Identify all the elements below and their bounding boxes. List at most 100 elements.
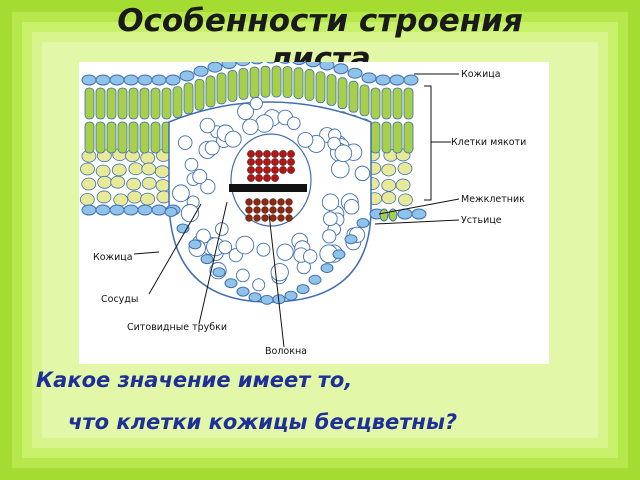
palisade-cell bbox=[117, 87, 128, 120]
phloem-cell bbox=[269, 214, 277, 222]
xylem-vessel bbox=[255, 150, 263, 158]
spongy-cell bbox=[140, 192, 156, 206]
parenchyma-cell bbox=[327, 136, 341, 151]
parenchyma-cell bbox=[252, 278, 266, 292]
question-line-1: Какое значение имеет то, bbox=[36, 368, 353, 392]
xylem-vessel bbox=[263, 166, 271, 174]
parenchyma-cell bbox=[235, 268, 250, 283]
phloem-cell bbox=[245, 206, 253, 214]
parenchyma-cell bbox=[343, 198, 360, 215]
epidermis-top-cell bbox=[250, 62, 264, 65]
epidermis-midrib-cell bbox=[260, 294, 274, 305]
guard-cell bbox=[379, 208, 389, 222]
epidermis-bottom-cell bbox=[95, 204, 111, 216]
palisade-cell bbox=[117, 121, 128, 154]
spongy-cell bbox=[141, 162, 157, 176]
parenchyma-cell bbox=[322, 229, 337, 244]
spongy-cell bbox=[128, 162, 144, 176]
epidermis-top-cell bbox=[279, 62, 291, 64]
palisade-cell bbox=[403, 121, 414, 154]
epidermis-midrib-cell bbox=[356, 218, 370, 229]
epidermis-top-cell bbox=[375, 74, 391, 86]
parenchyma-cell bbox=[255, 114, 274, 133]
parenchyma-cell bbox=[235, 235, 255, 255]
palisade-cell bbox=[161, 87, 172, 120]
palisade-cell bbox=[337, 77, 348, 110]
phloem-cell bbox=[245, 214, 253, 222]
epidermis-midrib-cell bbox=[224, 278, 238, 289]
leader-lines bbox=[133, 73, 460, 348]
epidermis-top-cell bbox=[95, 74, 111, 86]
leaf-cross-section-figure: Кожица Клетки мякоти Межклетник Устьице … bbox=[79, 62, 549, 364]
palisade-cell bbox=[282, 66, 293, 98]
spongy-cell bbox=[381, 163, 397, 177]
parenchyma-cell bbox=[256, 242, 271, 257]
palisade-cell bbox=[95, 87, 106, 120]
epidermis-top-cell bbox=[109, 74, 125, 86]
parenchyma-cell bbox=[321, 193, 340, 211]
palisade-cell bbox=[150, 121, 161, 154]
cells-layer bbox=[79, 62, 427, 305]
xylem-vessel bbox=[279, 166, 287, 174]
xylem-vessel bbox=[287, 150, 295, 158]
xylem-vessel bbox=[255, 174, 263, 182]
xylem-vessel bbox=[287, 166, 295, 174]
epidermis-bottom-cell bbox=[81, 204, 97, 216]
epidermis-midrib-cell bbox=[284, 290, 298, 301]
epidermis-midrib-cell bbox=[332, 249, 346, 260]
palisade-cell bbox=[249, 66, 260, 99]
parenchyma-cell bbox=[297, 131, 314, 148]
parenchyma-cell bbox=[287, 116, 301, 130]
spongy-cell bbox=[79, 193, 95, 206]
parenchyma-cell bbox=[192, 169, 208, 184]
spongy-cell bbox=[127, 190, 143, 204]
label-mesophyll: Клетки мякоти bbox=[451, 137, 526, 148]
palisade-cell bbox=[359, 84, 370, 117]
xylem-vessel bbox=[279, 150, 287, 158]
xylem-vessel bbox=[255, 166, 263, 174]
phloem-cell bbox=[277, 214, 285, 222]
xylem-vessel bbox=[287, 158, 295, 166]
xylem-vessel bbox=[247, 174, 255, 182]
palisade-cell bbox=[304, 69, 315, 101]
parenchyma-cell bbox=[237, 103, 255, 120]
palisade-cell bbox=[106, 87, 117, 120]
epidermis-top-cell bbox=[235, 62, 251, 67]
palisade-cell bbox=[238, 67, 249, 100]
spongy-cell bbox=[95, 164, 111, 178]
phloem-cell bbox=[261, 214, 269, 222]
phloem-cell bbox=[269, 198, 277, 206]
phloem-cell bbox=[285, 214, 293, 222]
palisade-cell bbox=[260, 65, 271, 98]
spongy-cell bbox=[140, 151, 156, 165]
frame-band-3 bbox=[22, 22, 618, 458]
xylem-vessel bbox=[271, 174, 279, 182]
parenchyma-cell bbox=[303, 249, 318, 264]
palisade-cell bbox=[315, 71, 326, 104]
epidermis-top-cell bbox=[193, 65, 209, 77]
xylem-vessel bbox=[263, 174, 271, 182]
epidermis-top-cell bbox=[165, 74, 181, 86]
epidermis-top-cell bbox=[179, 70, 195, 82]
epidermis-top-cell bbox=[361, 72, 377, 84]
palisade-cell bbox=[139, 87, 150, 120]
epidermis-top-cell bbox=[333, 63, 349, 75]
leaf-cross-section-drawing: Кожица Клетки мякоти Межклетник Устьице … bbox=[79, 62, 526, 357]
phloem-cell bbox=[277, 198, 285, 206]
parenchyma-cell bbox=[184, 157, 199, 172]
epidermis-bottom-cell bbox=[123, 204, 139, 216]
parenchyma-cell bbox=[331, 159, 350, 179]
phloem-cell bbox=[277, 206, 285, 214]
spongy-cell bbox=[80, 162, 95, 176]
spongy-cell bbox=[126, 177, 142, 191]
palisade-cell bbox=[227, 70, 238, 102]
palisade-cell bbox=[128, 121, 139, 154]
frame-band-2 bbox=[12, 12, 628, 468]
epidermis-bottom-cell bbox=[151, 204, 167, 216]
palisade-cell bbox=[194, 78, 205, 111]
title-line-1: Особенности строения bbox=[117, 3, 523, 39]
cambium bbox=[229, 184, 307, 192]
spongy-cell bbox=[381, 178, 397, 192]
parenchyma-cell bbox=[218, 240, 233, 255]
spongy-cell bbox=[397, 162, 413, 175]
